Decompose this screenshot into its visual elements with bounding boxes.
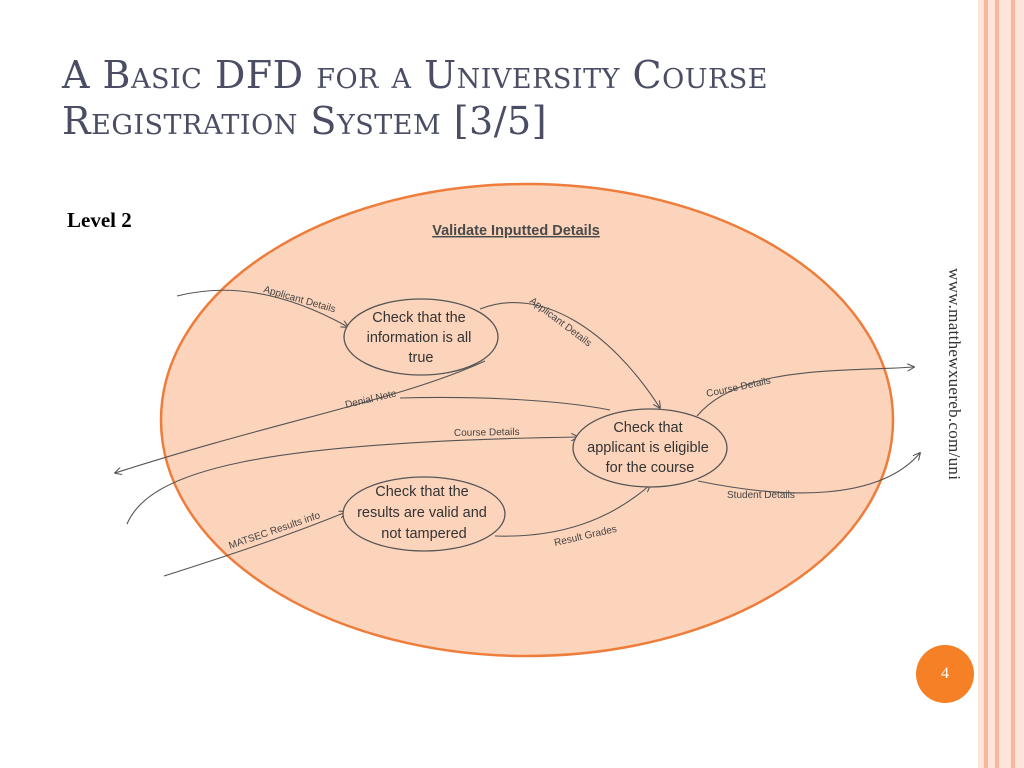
- slide-title: A Basic DFD for a University Course Regi…: [62, 53, 769, 143]
- svg-text:Check that applicant i: Check that applicant is eligible for the…: [587, 420, 713, 476]
- process-check-results: Check that the results are valid and not…: [342, 476, 506, 552]
- process-text: Check that the: [375, 484, 469, 500]
- label-student-details: Student Details: [727, 490, 795, 501]
- label-course-details-in: Course Details: [454, 427, 520, 439]
- flow-course-details-in: [126, 437, 578, 525]
- flow-matsec-results: [163, 512, 346, 577]
- flow-denial-note: [115, 360, 486, 473]
- process-text: for the course: [606, 460, 695, 476]
- process-text: information is all: [367, 330, 472, 346]
- system-boundary: [159, 182, 895, 658]
- data-flows: [115, 289, 920, 577]
- decor-stripe: [988, 0, 995, 768]
- decor-stripe: [978, 0, 984, 768]
- flow-applicant-details-in: [176, 289, 348, 327]
- flow-denial-link: [399, 396, 611, 411]
- process-text: Check that: [613, 420, 682, 436]
- svg-text:Check that the results: Check that the results are valid and not…: [357, 484, 491, 542]
- level-label: Level 2: [67, 208, 132, 232]
- flow-applicant-details-out: [479, 301, 660, 408]
- flow-student-details: [697, 453, 920, 494]
- flow-course-details-out: [696, 367, 914, 417]
- decor-stripe: [1011, 0, 1015, 768]
- boundary-label: Validate Inputted Details: [432, 223, 600, 239]
- side-url: www.matthewxuereb.com/uni: [945, 268, 964, 481]
- svg-text:Check that the informa: Check that the information is all true: [367, 310, 476, 366]
- decor-stripe: [984, 0, 988, 768]
- decor-stripe: [1015, 0, 1024, 768]
- process-text: Check that the: [372, 310, 466, 326]
- page-number-badge: 4: [916, 645, 974, 703]
- process-check-eligible: Check that applicant is eligible for the…: [572, 408, 728, 488]
- process-text: applicant is eligible: [587, 440, 709, 456]
- flow-result-grades: [494, 485, 650, 537]
- process-text: true: [409, 350, 434, 366]
- decor-stripe: [995, 0, 999, 768]
- decor-stripe: [999, 0, 1011, 768]
- process-text: results are valid and: [357, 505, 487, 521]
- process-check-info: Check that the information is all true: [343, 298, 499, 376]
- process-text: not tampered: [381, 526, 466, 542]
